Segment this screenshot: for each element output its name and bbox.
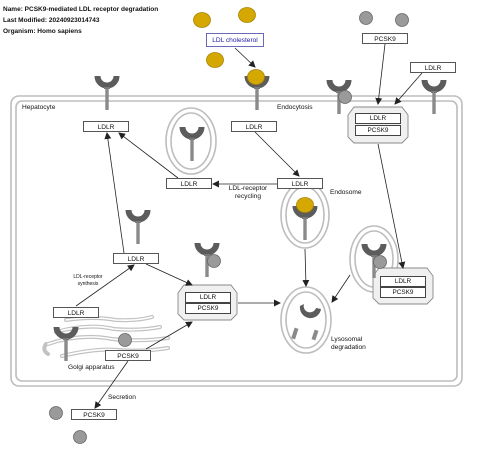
arrow-ldlr-synthesis xyxy=(75,264,135,307)
pcsk9-protein-icon xyxy=(73,430,87,444)
ldl-receptor-icon xyxy=(421,79,447,115)
degraded-receptor-fragment xyxy=(299,304,321,319)
endocytosis-label: Endocytosis xyxy=(277,104,313,111)
pcsk9-protein-icon xyxy=(49,406,63,420)
node-ldlr-endosome[interactable]: LDLR xyxy=(277,178,323,189)
arrow-complex-to-lysosome xyxy=(331,274,351,303)
arrow-ldlr-to-membrane xyxy=(104,132,125,254)
node-ldlr-vesicle[interactable]: LDLR xyxy=(166,178,212,189)
complex-center-ldlr[interactable]: LDLR xyxy=(185,292,231,303)
ldl-receptor-icon xyxy=(94,75,120,111)
arrow-endocytosis xyxy=(254,131,300,177)
organism: Organism: Homo sapiens xyxy=(3,28,82,35)
ldl-receptor-icon xyxy=(53,326,79,362)
node-pcsk9-secreted[interactable]: PCSK9 xyxy=(71,409,117,420)
pcsk9-protein-icon xyxy=(338,90,352,104)
hepatocyte-membrane-outer xyxy=(10,95,463,387)
complex-top-right-ldlr[interactable]: LDLR xyxy=(355,113,401,124)
degraded-receptor-fragment xyxy=(311,329,319,341)
node-ldlr-extracellular[interactable]: LDLR xyxy=(410,62,456,73)
pcsk9-protein-icon xyxy=(118,333,132,347)
ldl-particle-icon xyxy=(247,69,265,85)
arrow-complex-internalization xyxy=(377,143,406,269)
node-ldlr-golgi-path[interactable]: LDLR xyxy=(113,253,159,264)
node-pcsk9-extracellular[interactable]: PCSK9 xyxy=(362,33,408,44)
complex-center-pcsk9[interactable]: PCSK9 xyxy=(185,303,231,314)
hepatocyte-label: Hepatocyte xyxy=(22,104,56,111)
pcsk9-protein-icon xyxy=(395,13,409,27)
node-ldlr-golgi[interactable]: LDLR xyxy=(53,307,99,318)
ldl-receptor-icon xyxy=(125,209,151,245)
secretion-label: Secretion xyxy=(108,394,136,401)
coated-vesicle-inner xyxy=(170,112,212,170)
recycling-label-line2: recycling xyxy=(234,193,262,200)
arrow-to-lysosome xyxy=(302,248,310,287)
lysosome-inner xyxy=(285,291,327,349)
arrow-pcsk9-to-complex xyxy=(145,321,193,350)
lysosomal-label-line2: degradation xyxy=(331,344,366,351)
node-ldl-cholesterol[interactable]: LDL cholesterol xyxy=(206,33,264,47)
complex-lysosome-pcsk9[interactable]: PCSK9 xyxy=(380,287,426,298)
pathway-name: Name: PCSK9-mediated LDL receptor degrad… xyxy=(3,6,159,13)
coated-vesicle-outer xyxy=(165,107,217,175)
golgi-label: Golgi apparatus xyxy=(68,364,115,371)
synthesis-label-line2: synthesis xyxy=(77,281,99,287)
arrow-ldl-binding xyxy=(234,47,256,68)
arrow-vesicle-return xyxy=(118,132,179,179)
recycling-label-line1: LDL-receptor xyxy=(228,185,268,192)
endosome-label: Endosome xyxy=(330,189,362,196)
arrow-ldlr-binding xyxy=(394,72,423,105)
lysosomal-label-line1: Lysosomal xyxy=(331,336,363,343)
lysosome-outer xyxy=(280,286,332,354)
pcsk9-protein-icon xyxy=(207,254,221,268)
degraded-receptor-fragment xyxy=(291,327,299,340)
node-ldlr-membrane[interactable]: LDLR xyxy=(83,121,129,132)
arrow-ldlr-to-complex xyxy=(145,263,193,286)
ldl-particle-icon xyxy=(238,7,256,23)
complex-top-right-pcsk9[interactable]: PCSK9 xyxy=(355,125,401,136)
node-pcsk9-golgi[interactable]: PCSK9 xyxy=(105,350,151,361)
ldl-particle-icon xyxy=(296,197,314,213)
hepatocyte-membrane-inner xyxy=(15,100,458,382)
ldl-receptor-icon xyxy=(179,126,205,162)
complex-lysosome-ldlr[interactable]: LDLR xyxy=(380,276,426,287)
ldl-particle-icon xyxy=(206,52,224,68)
arrow-pcsk9-binding xyxy=(375,43,386,105)
ldl-particle-icon xyxy=(193,12,211,28)
pcsk9-protein-icon xyxy=(359,11,373,25)
last-modified: Last Modified: 20240923014743 xyxy=(3,17,100,24)
arrow-secretion xyxy=(94,360,129,409)
node-ldlr-endocytosis[interactable]: LDLR xyxy=(231,121,277,132)
pcsk9-protein-icon xyxy=(373,255,387,269)
synthesis-label-line1: LDL-receptor xyxy=(73,274,103,280)
